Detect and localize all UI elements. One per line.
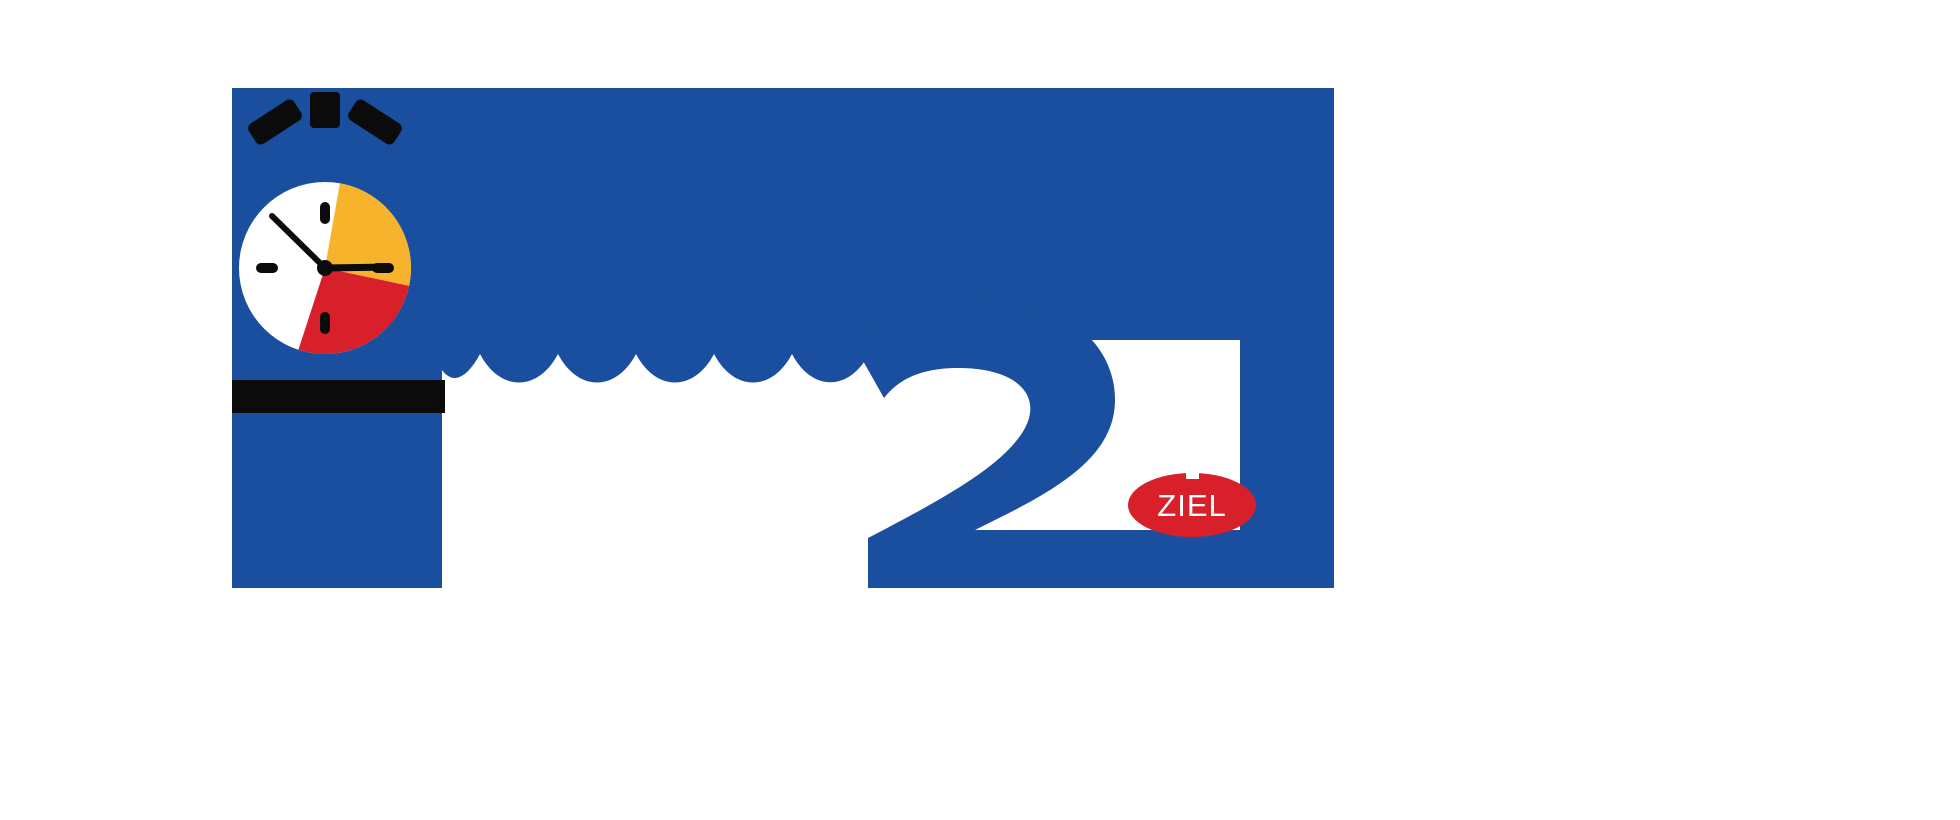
logo-letterform-wave (442, 340, 870, 383)
logo-top-block-and-left-column (232, 88, 1334, 588)
ziel-badge: ZIEL (1128, 470, 1256, 537)
clock-tick-12 (320, 202, 330, 224)
logo-main-shape (232, 88, 1334, 588)
clock-center-dot (317, 260, 333, 276)
clock-tick-9 (256, 263, 278, 273)
clock-tick-6 (320, 312, 330, 334)
ziel-badge-ellipse (1128, 473, 1256, 537)
stopwatch-left-button (248, 99, 302, 145)
stopwatch-icon (239, 92, 411, 355)
stopwatch-right-button (348, 99, 402, 145)
banner-strip (232, 380, 445, 413)
clock-hand-hour (269, 213, 328, 271)
logo-right-column (1240, 340, 1334, 588)
stopwatch-center-button (310, 92, 340, 128)
logo-swoosh-two (858, 293, 1334, 588)
clock-sector-yellow (325, 183, 411, 286)
stopwatch-crown (248, 92, 402, 145)
ziel-badge-notch (1186, 470, 1199, 479)
clock-hand-minute (321, 263, 394, 272)
ziel-badge-label: ZIEL (1157, 488, 1226, 523)
